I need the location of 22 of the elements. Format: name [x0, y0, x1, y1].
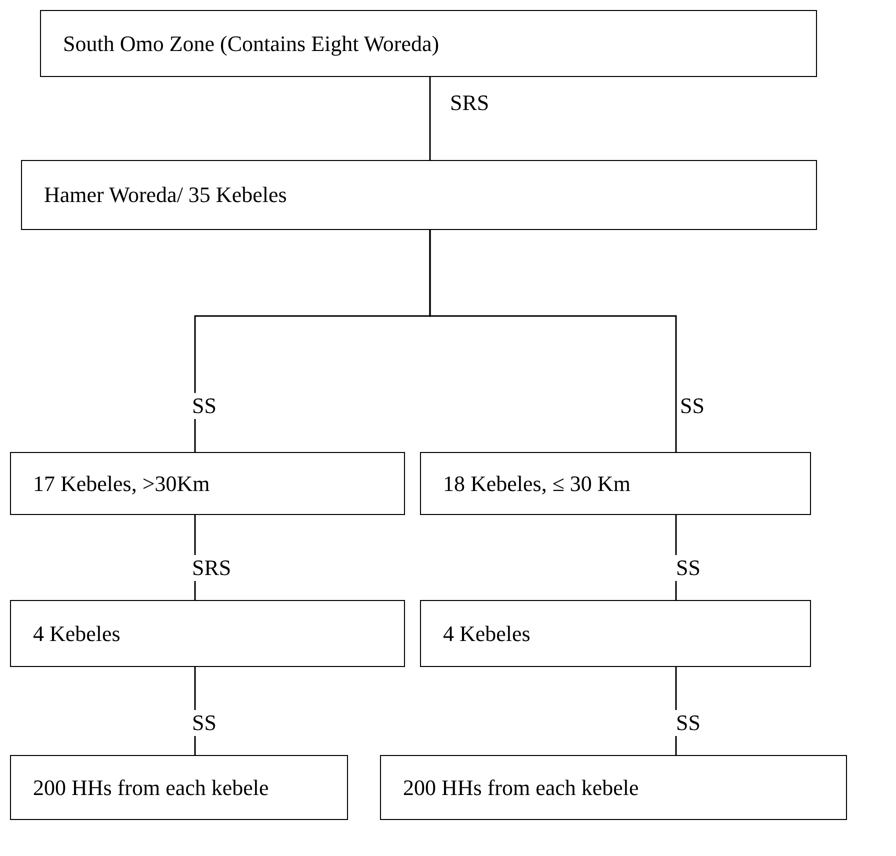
process-box — [420, 600, 811, 667]
edge-label: SS — [674, 555, 702, 581]
process-box — [10, 755, 348, 820]
box-label: 4 Kebeles — [33, 620, 120, 646]
connector-line — [429, 230, 677, 452]
process-box — [21, 160, 817, 230]
edge-label: SS — [190, 710, 218, 736]
process-box — [380, 755, 847, 820]
box-label: Hamer Woreda/ 35 Kebeles — [44, 182, 287, 208]
box-label: South Omo Zone (Contains Eight Woreda) — [63, 30, 440, 56]
process-box — [10, 452, 405, 515]
edge-label: SS — [674, 710, 702, 736]
box-label: 18 Kebeles, ≤ 30 Km — [443, 470, 630, 496]
process-box — [420, 452, 811, 515]
box-label: 4 Kebeles — [443, 620, 530, 646]
box-label: 200 HHs from each kebele — [403, 774, 639, 800]
process-box — [40, 10, 817, 77]
connector-line — [429, 77, 431, 160]
box-label: 200 HHs from each kebele — [33, 774, 269, 800]
box-label: 17 Kebeles, >30Km — [33, 470, 210, 496]
process-box — [10, 600, 405, 667]
edge-label: SS — [190, 393, 218, 419]
